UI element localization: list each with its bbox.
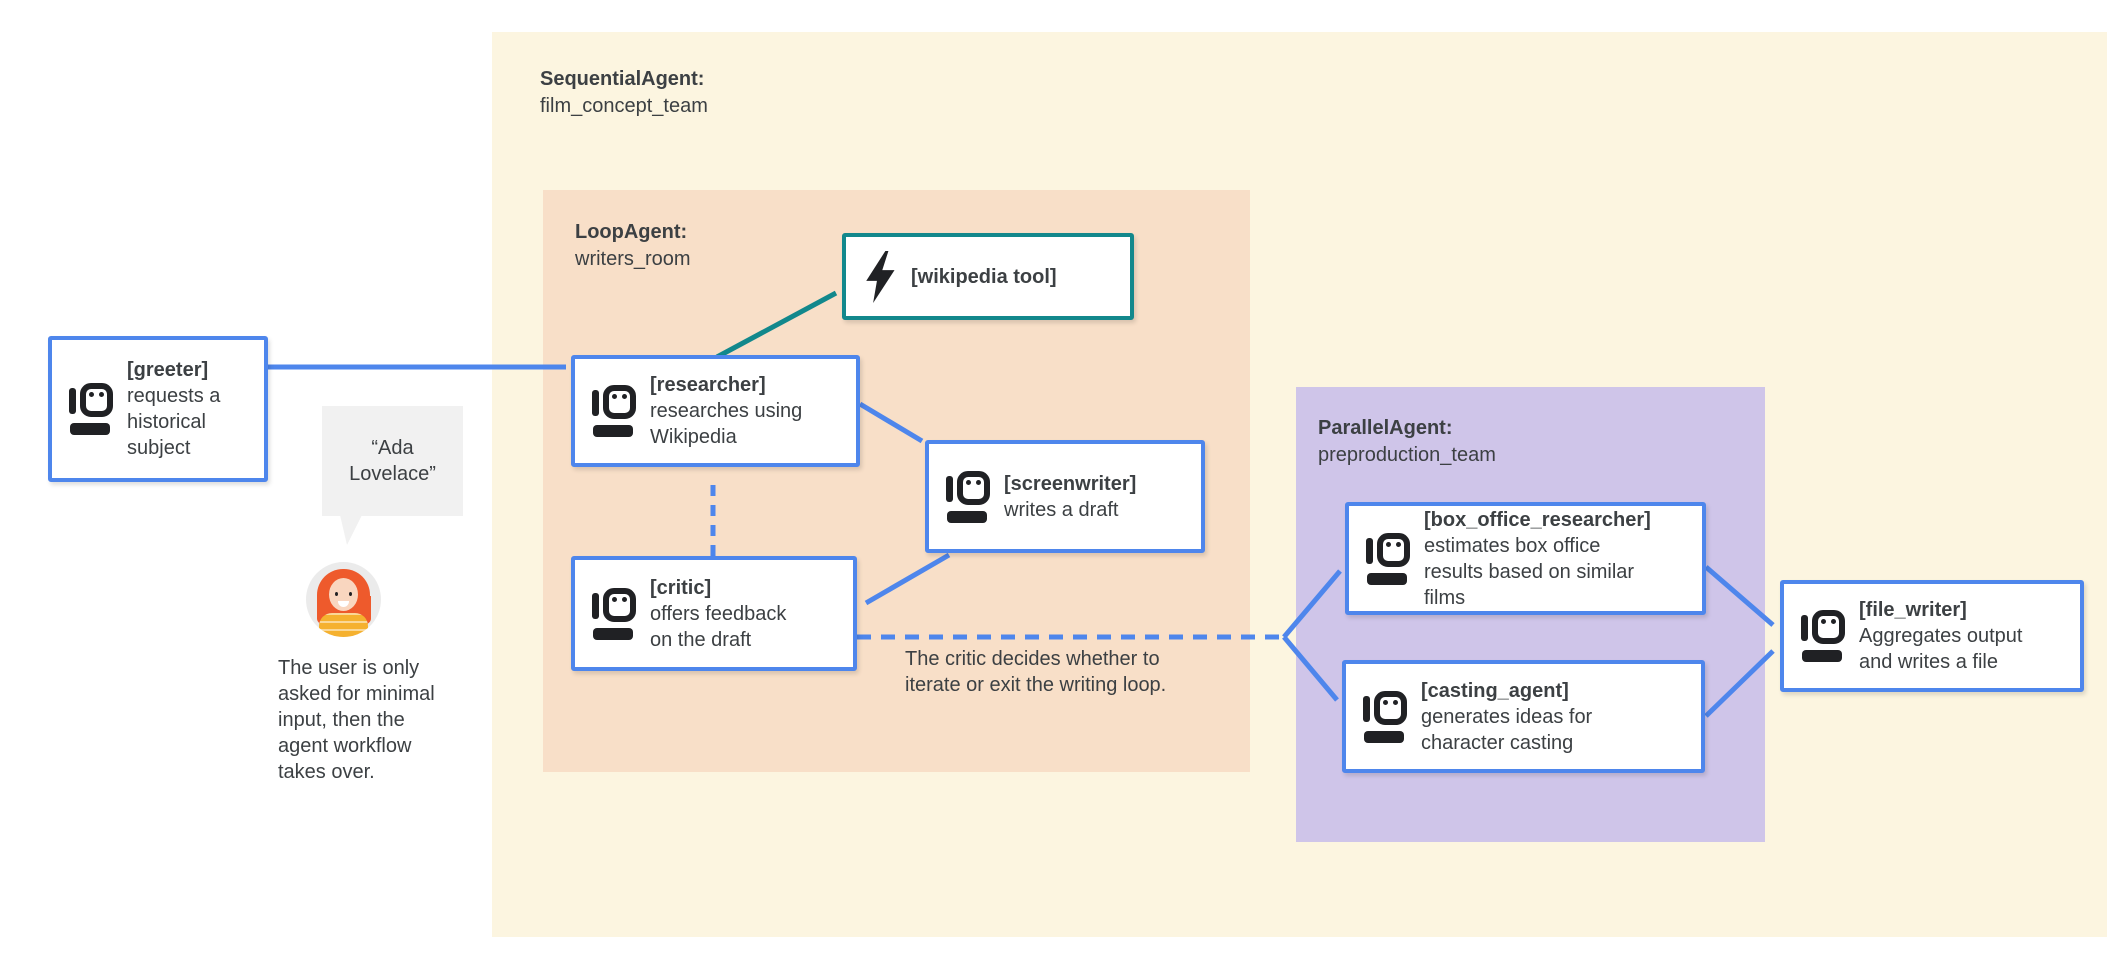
speech-bubble: “Ada Lovelace” (322, 406, 463, 545)
robot-icon (592, 385, 636, 437)
group-label-sequential: SequentialAgent: film_concept_team (540, 66, 708, 120)
node-title: [critic] (650, 576, 712, 599)
node-wikipedia-tool: [wikipedia tool] (842, 233, 1134, 320)
robot-icon (1801, 610, 1845, 662)
robot-icon (1363, 690, 1407, 743)
node-critic: [critic] offers feedback on the draft (571, 556, 857, 671)
node-desc: Aggregates output and writes a file (1859, 625, 2023, 673)
node-desc: estimates box office results based on si… (1424, 534, 1635, 609)
arrow-researcher-to-wikipedia (715, 290, 838, 360)
arrow-casting-to-file-writer (1704, 649, 1775, 718)
node-screenwriter: [screenwriter] writes a draft (925, 440, 1205, 553)
critic-note: The critic decides whether to iterate or… (905, 648, 1167, 696)
bolt-icon (866, 250, 895, 303)
node-file-writer: [file_writer] Aggregates output and writ… (1780, 580, 2084, 692)
node-title: [researcher] (650, 374, 766, 396)
node-title: [casting_agent] (1421, 679, 1569, 702)
group-title: SequentialAgent: (540, 68, 705, 90)
node-desc: researches using Wikipedia (650, 400, 803, 448)
arrow-researcher-to-screenwriter (858, 401, 924, 444)
node-box-office-researcher: [box_office_researcher] estimates box of… (1345, 502, 1706, 615)
robot-icon (1366, 532, 1410, 585)
arrow-box-office-to-file-writer (1704, 565, 1775, 627)
node-desc: offers feedback on the draft (650, 602, 787, 651)
node-title: [file_writer] (1859, 599, 1967, 621)
user-note: The user is only asked for minimal input… (278, 657, 435, 783)
arrow-to-box-office (1282, 569, 1342, 639)
robot-icon (946, 470, 990, 523)
node-desc: requests a historical subject (127, 385, 221, 459)
user-avatar (306, 562, 381, 637)
group-subtitle: writers_room (575, 248, 691, 270)
arrow-screenwriter-to-critic (864, 552, 951, 606)
group-label-parallel: ParallelAgent: preproduction_team (1318, 415, 1496, 469)
robot-icon (69, 383, 113, 435)
user-quote: “Ada Lovelace” (349, 437, 436, 485)
group-subtitle: film_concept_team (540, 95, 708, 117)
node-desc: generates ideas for character casting (1421, 705, 1593, 754)
group-label-loop: LoopAgent: writers_room (575, 219, 691, 273)
group-title: ParallelAgent: (1318, 417, 1453, 439)
node-researcher: [researcher] researches using Wikipedia (571, 355, 860, 467)
arrow-to-casting (1282, 635, 1339, 702)
node-title: [screenwriter] (1004, 472, 1137, 495)
node-greeter: [greeter] requests a historical subject (48, 336, 268, 482)
node-casting-agent: [casting_agent] generates ideas for char… (1342, 660, 1705, 773)
node-title: [wikipedia tool] (911, 265, 1057, 288)
group-subtitle: preproduction_team (1318, 444, 1496, 466)
node-title: [box_office_researcher] (1424, 508, 1651, 531)
robot-icon (592, 587, 636, 640)
node-title: [greeter] (127, 359, 209, 381)
group-title: LoopAgent: (575, 221, 688, 243)
node-desc: writes a draft (1004, 498, 1119, 521)
